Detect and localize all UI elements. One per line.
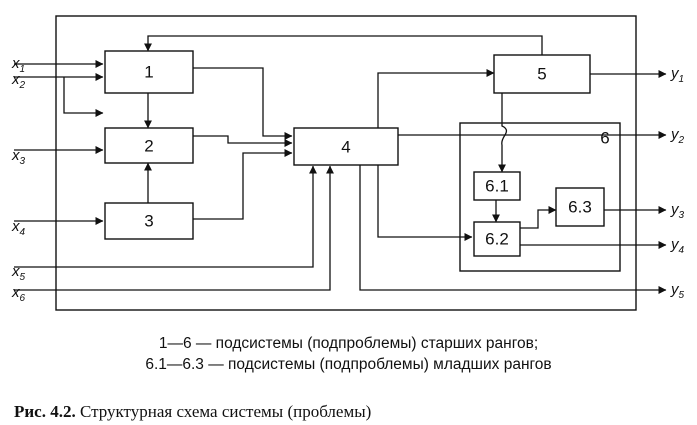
line-4-to-y5 bbox=[359, 165, 667, 294]
block-5-label: 5 bbox=[537, 65, 546, 84]
line-2-to-4 bbox=[193, 135, 293, 147]
line-1-to-4 bbox=[193, 67, 293, 140]
block-4-label: 4 bbox=[341, 138, 350, 157]
line-3-to-4 bbox=[193, 149, 293, 220]
legend-line-1: 1—6 — подсистемы (подпроблемы) старших р… bbox=[158, 335, 539, 352]
input-label-x2: x2 bbox=[11, 71, 26, 91]
line-6-2-to-6-3 bbox=[520, 206, 557, 229]
block-6-1: 6.1 bbox=[473, 171, 521, 201]
svg-text:x5: x5 bbox=[11, 263, 26, 283]
block-6-2-label: 6.2 bbox=[485, 230, 509, 249]
svg-text:x1: x1 bbox=[11, 55, 25, 75]
svg-text:x4: x4 bbox=[11, 218, 26, 238]
block-6-1-label: 6.1 bbox=[485, 177, 509, 196]
input-label-x4: x4 bbox=[11, 218, 26, 238]
svg-text:y1: y1 bbox=[670, 65, 684, 85]
block-1: 1 bbox=[104, 50, 194, 94]
block-4: 4 bbox=[293, 127, 399, 166]
svg-text:x3: x3 bbox=[11, 147, 26, 167]
output-label-y2: y2 bbox=[670, 126, 685, 146]
line-4-to-6-2 bbox=[377, 165, 473, 241]
output-label-y4: y4 bbox=[670, 236, 685, 256]
line-x5-to-4 bbox=[14, 165, 317, 268]
line-4-to-5 bbox=[377, 69, 495, 128]
input-label-x1: x1 bbox=[11, 55, 25, 75]
svg-text:y3: y3 bbox=[670, 201, 685, 221]
figure-caption: Рис. 4.2. Структурная схема системы (про… bbox=[14, 402, 371, 422]
output-label-y1: y1 bbox=[670, 65, 684, 85]
block-6-3: 6.3 bbox=[555, 187, 605, 227]
line-x2-to-2 bbox=[63, 77, 104, 117]
block-6-3-label: 6.3 bbox=[568, 198, 592, 217]
svg-text:y4: y4 bbox=[670, 236, 685, 256]
input-label-x6: x6 bbox=[11, 284, 26, 304]
block-6-label: 6 bbox=[600, 129, 609, 148]
block-3-label: 3 bbox=[144, 212, 153, 231]
block-5: 5 bbox=[493, 54, 591, 94]
output-label-y5: y5 bbox=[670, 281, 685, 301]
svg-text:y2: y2 bbox=[670, 126, 685, 146]
line-5-to-1 bbox=[144, 35, 543, 55]
input-label-x5: x5 bbox=[11, 263, 26, 283]
legend-line-2: 6.1—6.3 — подсистемы (подпроблемы) младш… bbox=[145, 356, 552, 373]
block-2-label: 2 bbox=[144, 137, 153, 156]
block-3: 3 bbox=[104, 202, 194, 240]
output-label-y3: y3 bbox=[670, 201, 685, 221]
line-x6-to-4 bbox=[14, 165, 334, 291]
figure-caption-text: Структурная схема системы (проблемы) bbox=[79, 402, 372, 421]
svg-text:x6: x6 bbox=[11, 284, 26, 304]
svg-text:y5: y5 bbox=[670, 281, 685, 301]
line-5-to-6-1 bbox=[498, 93, 508, 173]
svg-text:x2: x2 bbox=[11, 71, 26, 91]
figure-caption-label: Рис. 4.2. bbox=[14, 402, 76, 421]
system-boundary bbox=[55, 15, 637, 311]
block-1-label: 1 bbox=[144, 63, 153, 82]
subsystem-6-frame bbox=[459, 122, 621, 272]
block-6-2: 6.2 bbox=[473, 221, 521, 257]
input-label-x3: x3 bbox=[11, 147, 26, 167]
block-2: 2 bbox=[104, 127, 194, 164]
